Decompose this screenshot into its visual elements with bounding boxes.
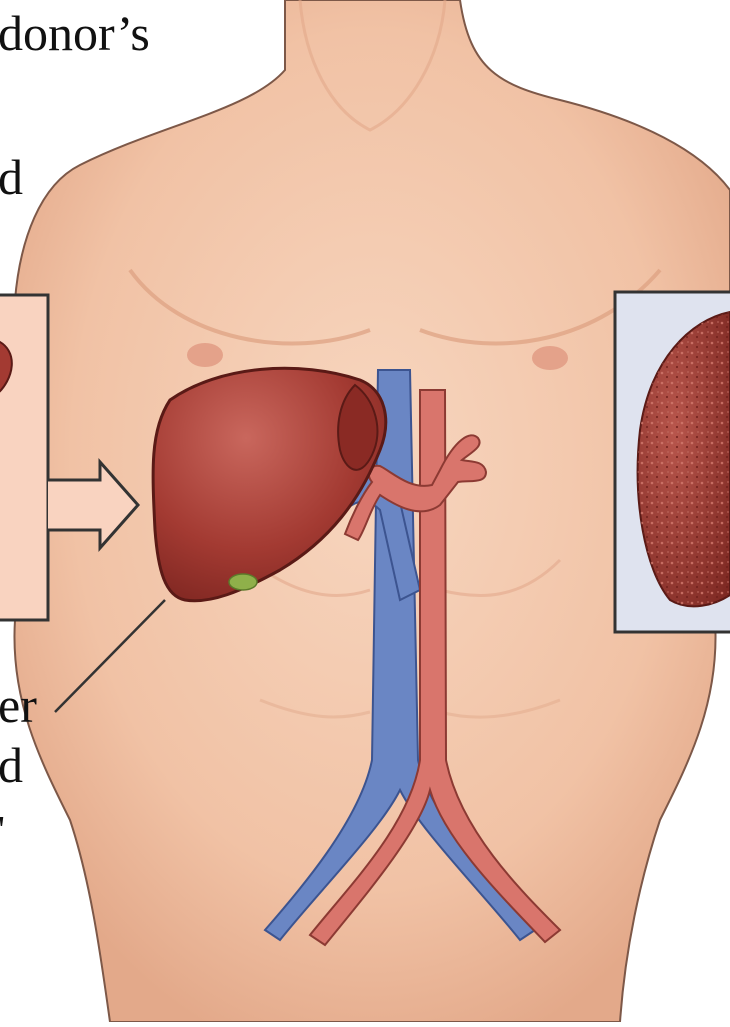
- donor-inset-box: [0, 295, 48, 620]
- caption-fragment-tail: ': [0, 805, 5, 855]
- caption-fragment-d-top: d: [0, 152, 23, 202]
- caption-donor: donor’s: [0, 8, 150, 58]
- caption-fragment-d-bottom: d: [0, 740, 23, 790]
- nipple-left: [187, 343, 223, 367]
- nipple-right: [532, 346, 568, 370]
- caption-fragment-er: er: [0, 680, 37, 730]
- gallbladder: [229, 574, 257, 590]
